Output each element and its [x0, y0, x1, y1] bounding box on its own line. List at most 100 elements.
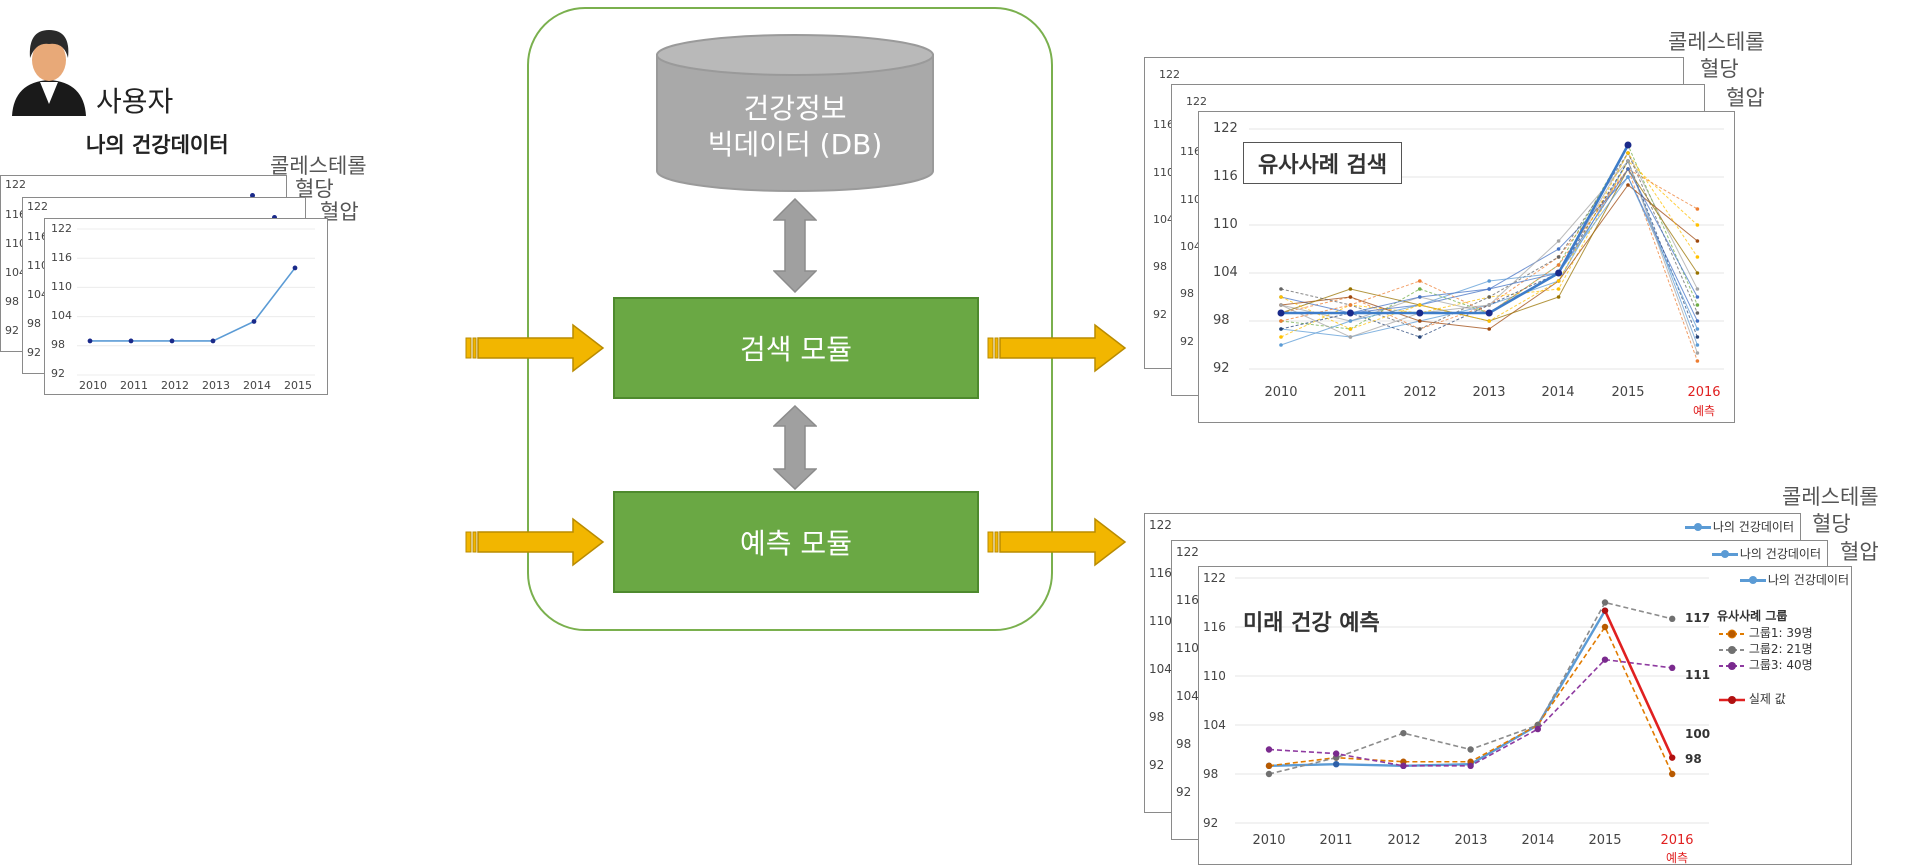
data-point: [1265, 770, 1273, 778]
legend-label: 나의 건강데이터: [1712, 520, 1794, 534]
similar-case-search-chart: 122 116 110 104 98 92 2010 2011 2012 201…: [1198, 111, 1735, 423]
data-point: [1467, 762, 1474, 770]
db-label-line1: 건강정보: [743, 92, 847, 125]
search-layer-label-pressure: 혈압: [1726, 86, 1765, 110]
y-tick: 122: [1203, 571, 1226, 585]
similar-case-point: [1556, 247, 1561, 251]
similar-case-point: [1626, 175, 1630, 179]
end-value-group3: 111: [1685, 668, 1711, 682]
search-plot: [1249, 128, 1724, 370]
tick-label: 110: [27, 259, 48, 272]
legend-my-data: 나의 건강데이터: [1711, 545, 1821, 562]
tick-label: 98: [27, 317, 41, 330]
similar-case-point: [1695, 303, 1700, 307]
similar-case-line: [1280, 184, 1698, 330]
tick-label: 92: [1153, 308, 1167, 321]
tick-label: 122: [1186, 95, 1207, 108]
y-tick: 116: [51, 251, 72, 264]
similar-case-point: [1556, 239, 1561, 243]
similar-case-point: [1279, 303, 1283, 307]
x-tick: 2014: [1521, 833, 1555, 848]
data-point: [210, 338, 216, 344]
legend-group2-label: 그룹2: 21명: [1748, 642, 1813, 656]
similar-case-point: [1695, 223, 1700, 227]
data-point: [1416, 309, 1424, 317]
db-label-line2: 빅데이터 (DB): [707, 128, 883, 161]
similar-case-point: [1279, 295, 1283, 299]
similar-case-point: [1626, 159, 1630, 163]
tick-label: 110: [1153, 166, 1174, 179]
similar-case-point: [1487, 295, 1491, 299]
legend-group3-label: 그룹3: 40명: [1748, 658, 1813, 672]
tick-label: 98: [1153, 260, 1167, 273]
y-tick: 104: [51, 309, 72, 322]
similar-case-point: [1695, 359, 1700, 363]
tick-label: 98: [5, 295, 19, 308]
user-label: 사용자: [96, 85, 174, 118]
similar-case-point: [1556, 263, 1561, 267]
data-point: [1467, 746, 1474, 753]
similar-case-point: [1418, 279, 1422, 283]
similar-case-point: [1556, 255, 1561, 259]
data-point: [1601, 607, 1609, 614]
similar-case-point: [1418, 303, 1422, 307]
tick-label: 104: [1153, 213, 1174, 226]
y-tick: 98: [1213, 313, 1230, 328]
similar-case-line: [1280, 159, 1698, 346]
end-value-group2: 117: [1685, 611, 1711, 625]
y-tick: 116: [1213, 169, 1238, 184]
data-point: [169, 338, 175, 344]
similar-case-point: [1418, 287, 1422, 291]
tick-label: 92: [1180, 335, 1194, 348]
similar-case-point: [1279, 335, 1283, 339]
similar-case-point: [1695, 287, 1700, 291]
similar-case-point: [1556, 279, 1561, 283]
output-arrow-search-icon: [987, 323, 1127, 373]
similar-case-point: [1487, 327, 1491, 331]
x-tick: 2011: [1333, 385, 1367, 400]
data-point: [1400, 729, 1407, 737]
series-line: [1603, 610, 1674, 759]
similar-case-point: [1695, 207, 1700, 211]
tick-label: 116: [1176, 593, 1199, 607]
db-search-double-arrow-icon: [773, 198, 817, 293]
y-tick: 104: [1203, 718, 1226, 732]
legend-line-icon: [1711, 550, 1738, 558]
database-icon: [656, 34, 934, 192]
x-tick-prediction: 2016: [1687, 385, 1721, 400]
legend-actual: 실제 값: [1719, 690, 1786, 707]
similar-case-point: [1626, 151, 1630, 155]
data-point: [1601, 623, 1609, 631]
data-point: [1669, 615, 1676, 623]
tick-label: 104: [1149, 662, 1172, 676]
input-arrow-predict-icon: [465, 517, 605, 567]
tick-label: 98: [1149, 710, 1165, 724]
data-point: [128, 338, 134, 344]
similar-case-point: [1348, 287, 1353, 291]
y-tick: 122: [1213, 121, 1238, 136]
predict-layer-label-glucose: 혈당: [1812, 512, 1851, 536]
y-tick: 110: [1203, 669, 1226, 683]
my-data-plot: [77, 228, 315, 376]
similar-case-point: [1279, 319, 1283, 323]
predict-layer-label-cholesterol: 콜레스테롤: [1782, 485, 1879, 509]
data-point: [251, 319, 257, 324]
similar-case-point: [1348, 319, 1353, 323]
x-tick: 2010: [1264, 385, 1298, 400]
y-tick: 98: [51, 338, 65, 351]
tick-label: 122: [1176, 545, 1199, 559]
tick-label: 110: [5, 237, 26, 250]
tick-label: 104: [5, 266, 26, 279]
tick-label: 122: [5, 178, 26, 191]
tick-label: 92: [1149, 758, 1165, 772]
similar-case-point: [1695, 271, 1700, 275]
similar-case-point: [1556, 295, 1561, 299]
tick-label: 92: [5, 324, 19, 337]
similar-case-point: [1695, 239, 1700, 243]
similar-case-point: [1279, 327, 1283, 331]
input-arrow-search-icon: [465, 323, 605, 373]
legend-group3: 그룹3: 40명: [1719, 656, 1813, 673]
data-point: [87, 338, 93, 344]
tick-label: 92: [1176, 785, 1192, 799]
y-tick: 110: [51, 280, 72, 293]
